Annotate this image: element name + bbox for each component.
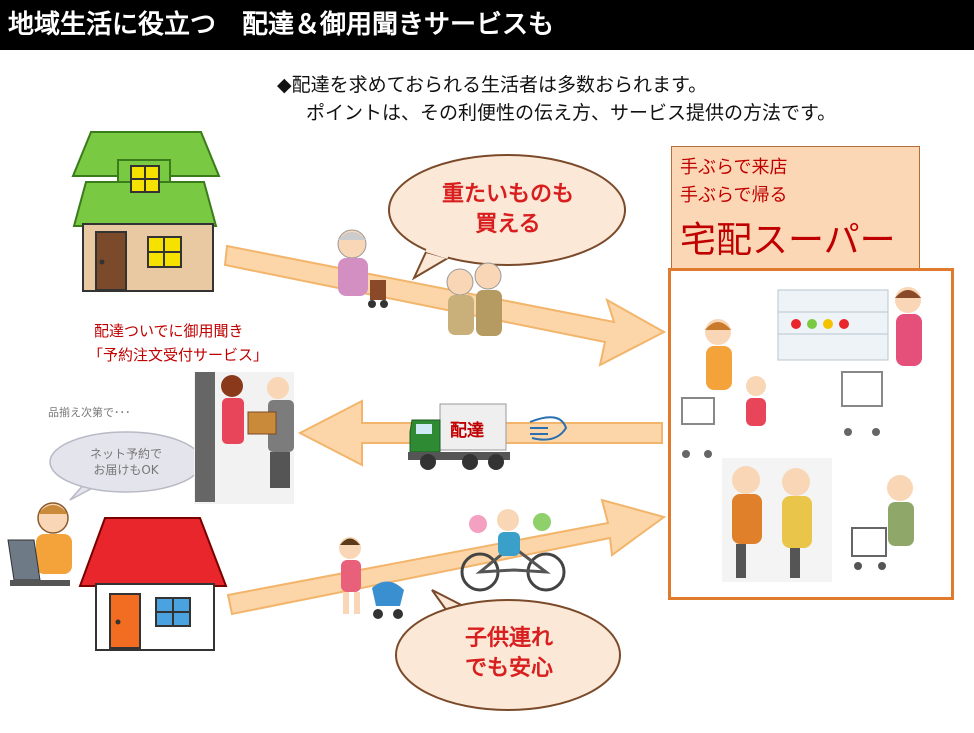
elderly-shoppers-icon [722, 458, 832, 582]
elderly-woman-cart-icon [337, 229, 388, 308]
woman-laptop-icon [7, 502, 72, 586]
order-note-line-1: 配達ついでに御用聞き [94, 322, 244, 340]
super-line-2: 手ぶらで帰る [680, 185, 788, 206]
speech-bubble-children [395, 589, 621, 711]
bubble-heavy-line-1: 重たいものも [441, 182, 574, 207]
super-line-1: 手ぶらで来店 [680, 157, 788, 178]
net-order-line-2: お届けもOK [93, 463, 159, 477]
assortment-note: 品揃え次第で･･･ [48, 406, 131, 419]
arrow-to-store [223, 244, 667, 367]
shopping-family-icon [681, 319, 766, 458]
title-bar: 地域生活に役立つ 配達＆御用聞きサービスも [0, 0, 974, 50]
delivery-supermarket-box: 手ぶらで来店 手ぶらで帰る 宅配スーパー [671, 146, 920, 270]
doorstep-delivery-icon [194, 372, 294, 504]
bubble-heavy-text: 重たいものも 買える [420, 180, 596, 240]
truck-icon [408, 403, 568, 470]
net-order-line-1: ネット予約で [89, 447, 162, 461]
arrow-family-to-store [226, 498, 667, 616]
produce-shelf-icon [777, 289, 889, 361]
intro-line-1: ◆配達を求めておられる生活者は多数おられます。 [277, 74, 708, 96]
elderly-couple-icon [446, 262, 502, 336]
store-frame [668, 268, 954, 600]
truck-label: 配達 [450, 421, 484, 441]
order-note-line-2: 「予約注文受付サービス」 [88, 346, 269, 364]
elderly-man-cart-icon [851, 475, 914, 570]
woman-shopping-cart-icon [841, 287, 922, 436]
speech-bubble-heavy [388, 154, 626, 281]
red-house-icon [78, 517, 228, 651]
super-title: 宅配スーパー [680, 220, 896, 261]
intro-line-2: ポイントは、その利便性の伝え方、サービス提供の方法です。 [306, 102, 837, 124]
mother-stroller-icon [339, 537, 404, 619]
page-title: 地域生活に役立つ 配達＆御用聞きサービスも [8, 10, 555, 40]
bubble-children-line-2: でも安心 [464, 656, 553, 681]
net-order-text: ネット予約で お届けもOK [56, 446, 196, 478]
green-house-icon [71, 131, 221, 292]
family-bicycle-icon [460, 509, 566, 592]
bubble-heavy-line-2: 買える [475, 212, 541, 237]
bubble-children-line-1: 子供連れ [464, 626, 553, 651]
bubble-children-text: 子供連れ でも安心 [424, 624, 594, 684]
